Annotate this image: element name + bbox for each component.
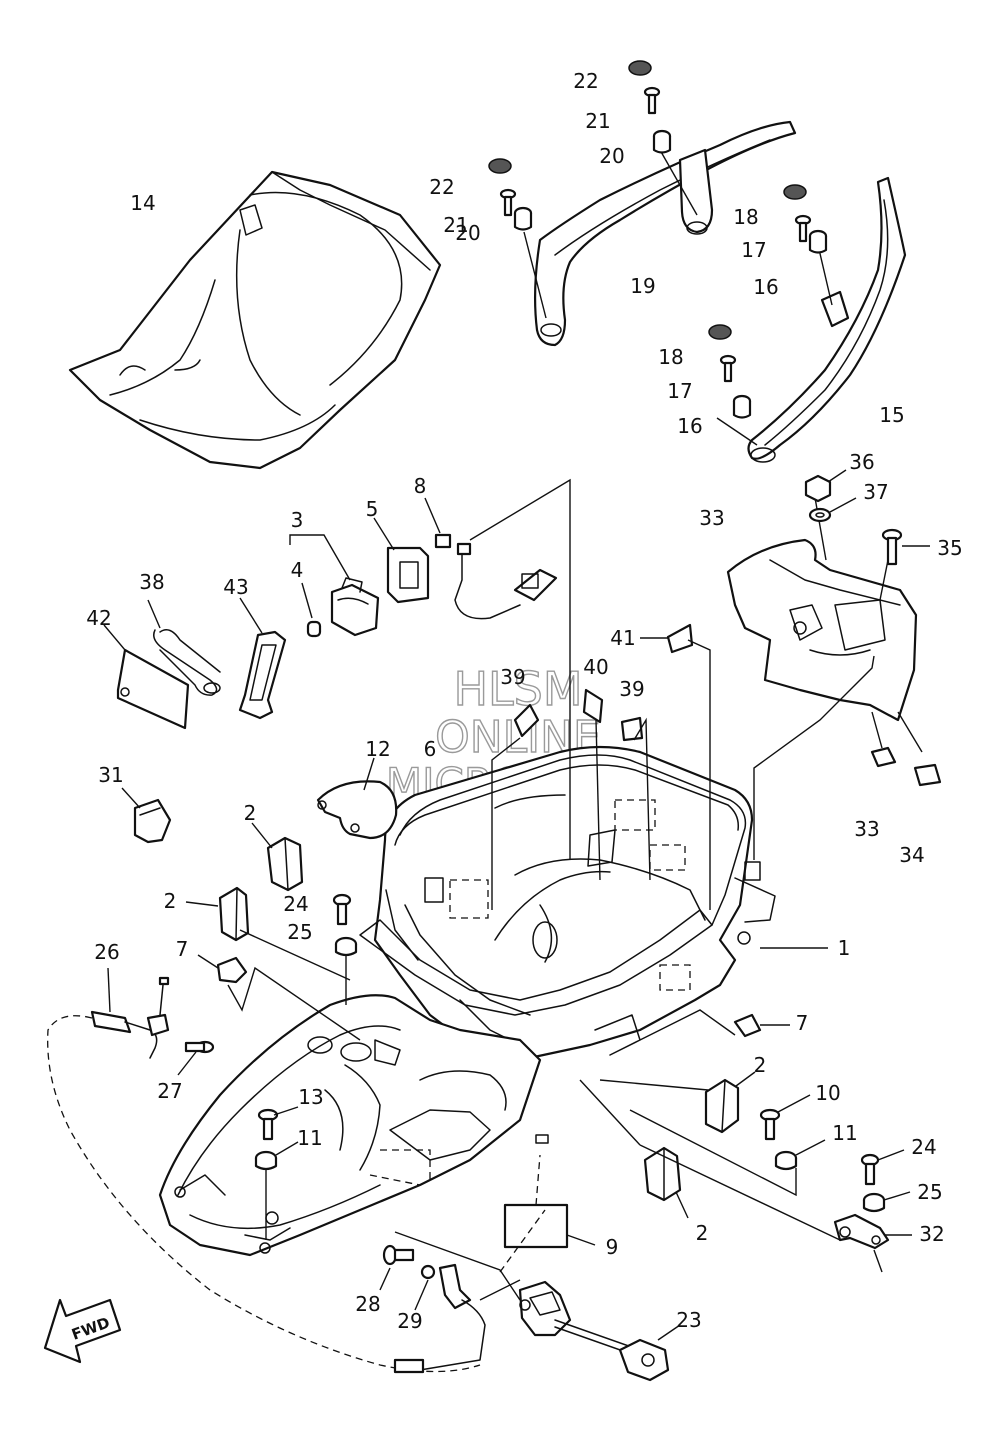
callout-12: 12 bbox=[365, 737, 390, 761]
callout-17-bottom: 17 bbox=[667, 379, 692, 403]
callout-20-top: 20 bbox=[599, 144, 624, 168]
callout-7-b: 7 bbox=[796, 1011, 809, 1035]
part-14-front-cover bbox=[68, 170, 442, 470]
callout-25-a: 25 bbox=[287, 920, 312, 944]
part-7-clips bbox=[197, 954, 790, 1041]
callout-13: 13 bbox=[298, 1085, 323, 1109]
callout-22-mid: 22 bbox=[429, 175, 454, 199]
callout-16-top: 16 bbox=[753, 275, 778, 299]
callout-18-bottom: 18 bbox=[658, 345, 683, 369]
fwd-arrow: FWD bbox=[43, 1298, 122, 1364]
callout-33-b: 34 bbox=[899, 843, 924, 867]
callout-14: 14 bbox=[130, 191, 155, 215]
callout-26: 26 bbox=[94, 940, 119, 964]
callout-2-d: 2 bbox=[696, 1221, 709, 1245]
callout-30: 31 bbox=[98, 763, 123, 787]
callout-15: 15 bbox=[879, 403, 904, 427]
callout-38: 39 bbox=[500, 665, 525, 689]
callout-2-b: 2 bbox=[164, 889, 177, 913]
callout-40: 40 bbox=[583, 655, 608, 679]
leg-shield bbox=[158, 994, 549, 1257]
callout-37: 38 bbox=[139, 570, 164, 594]
labels-38-41 bbox=[491, 623, 711, 910]
part-32-rear-bracket bbox=[726, 491, 918, 722]
part-3-socket bbox=[330, 577, 380, 637]
part-42-pouch bbox=[103, 624, 190, 730]
callout-5: 5 bbox=[366, 497, 379, 521]
callout-25-b: 25 bbox=[917, 1180, 942, 1204]
part-15-side-rail bbox=[716, 176, 907, 463]
callout-17-top: 17 bbox=[741, 238, 766, 262]
part-4-bulb bbox=[306, 620, 322, 638]
part-1-storage-box bbox=[373, 745, 776, 1062]
callout-18-top: 18 bbox=[733, 205, 758, 229]
callout-1: 1 bbox=[838, 936, 851, 960]
part-33-pads bbox=[870, 746, 942, 787]
callout-19: 19 bbox=[630, 274, 655, 298]
callout-9: 9 bbox=[606, 1235, 619, 1259]
callout-2-a: 2 bbox=[244, 801, 257, 825]
callout-20-mid: 20 bbox=[455, 221, 480, 245]
part-9-label bbox=[503, 1154, 569, 1249]
hardware-caps-screws bbox=[488, 60, 828, 419]
part-31-bracket bbox=[639, 1144, 912, 1273]
callout-43: 43 bbox=[223, 575, 248, 599]
callout-35: 36 bbox=[849, 450, 874, 474]
callout-21-mid: 21 bbox=[443, 213, 468, 237]
callout-2-c: 2 bbox=[754, 1053, 767, 1077]
callout-28: 28 bbox=[355, 1292, 380, 1316]
callout-41: 41 bbox=[610, 626, 635, 650]
callout-16-bottom: 16 bbox=[677, 414, 702, 438]
callout-3: 3 bbox=[291, 508, 304, 532]
callout-8: 8 bbox=[414, 474, 427, 498]
callout-33-a: 33 bbox=[854, 817, 879, 841]
callout-labels: 22 21 20 22 21 20 14 19 18 17 16 18 17 1… bbox=[86, 69, 962, 1333]
callout-23: 23 bbox=[676, 1308, 701, 1332]
part-12-plate bbox=[316, 757, 398, 840]
callout-32: 33 bbox=[699, 506, 724, 530]
callout-24-a: 24 bbox=[283, 892, 308, 916]
part-8-wire-harness bbox=[424, 478, 571, 860]
part-23-seat-lock bbox=[393, 1209, 681, 1382]
part-5-grommet bbox=[373, 517, 430, 604]
callout-36: 37 bbox=[863, 480, 888, 504]
callout-21-top: 21 bbox=[585, 109, 610, 133]
callout-24-b: 24 bbox=[911, 1135, 936, 1159]
part-26-cable bbox=[47, 967, 481, 1373]
part-30-holder bbox=[121, 787, 172, 844]
callout-31: 32 bbox=[919, 1222, 944, 1246]
callout-22-top: 22 bbox=[573, 69, 598, 93]
callout-4: 4 bbox=[291, 558, 304, 582]
lower-hardware bbox=[177, 893, 911, 1311]
callout-27: 27 bbox=[157, 1079, 182, 1103]
part-36-washer bbox=[808, 497, 857, 523]
part-6-seal bbox=[359, 754, 747, 1016]
callout-6: 6 bbox=[424, 737, 437, 761]
callout-29: 29 bbox=[397, 1309, 422, 1333]
callout-11-b: 11 bbox=[832, 1121, 857, 1145]
callout-10: 10 bbox=[815, 1081, 840, 1105]
callout-7-a: 7 bbox=[176, 937, 189, 961]
callout-34: 35 bbox=[937, 536, 962, 560]
part-35-nut bbox=[804, 469, 847, 503]
callout-39-text: 39 bbox=[619, 677, 644, 701]
part-37-spring bbox=[147, 599, 221, 696]
callout-11-a: 11 bbox=[297, 1126, 322, 1150]
watermark-line-1: HLSM bbox=[453, 662, 582, 716]
part-43-clip bbox=[238, 597, 287, 720]
part-34-bolt bbox=[881, 528, 930, 566]
part-19-grab-rail bbox=[523, 120, 797, 347]
callout-42: 42 bbox=[86, 606, 111, 630]
